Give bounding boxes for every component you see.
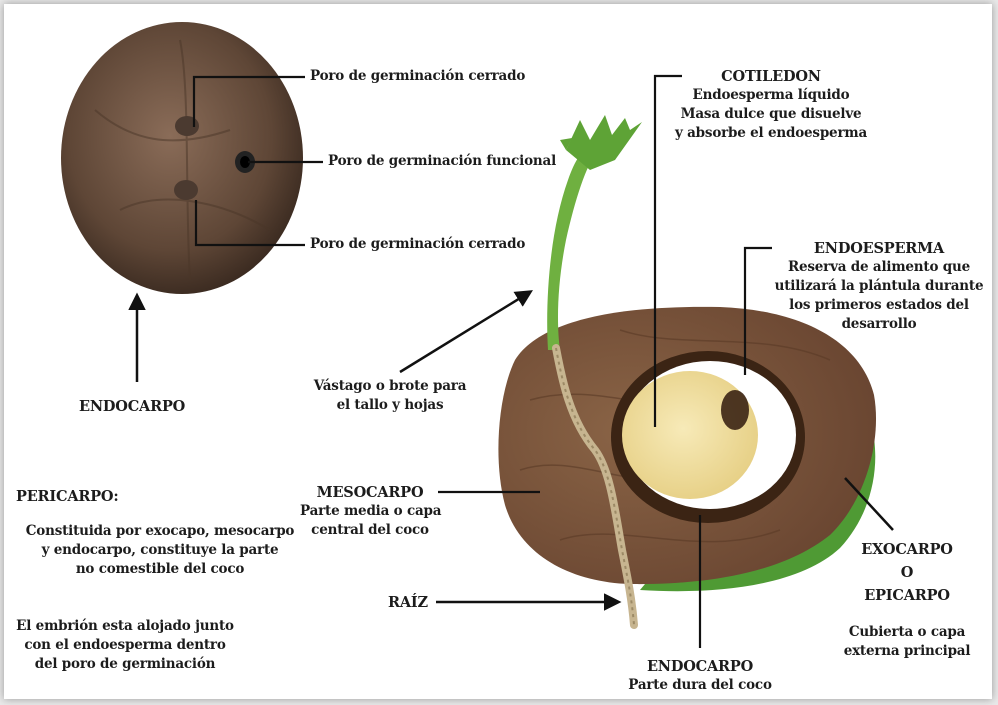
endocarp-nut bbox=[61, 22, 303, 294]
label-poro-cerrado-bottom: Poro de germinación cerrado bbox=[310, 235, 525, 254]
vastago-block: Vástago o brote para el tallo y hojas bbox=[300, 377, 480, 415]
exocarpo-block: EXOCARPO O EPICARPO bbox=[842, 540, 972, 605]
cotiledon-block: COTILEDON Endoesperma líquido Masa dulce… bbox=[656, 67, 886, 143]
endoesperma-block: ENDOESPERMA Reserva de alimento que util… bbox=[770, 239, 988, 334]
endocarpo-bottom-block: ENDOCARPO Parte dura del coco bbox=[610, 657, 790, 695]
mesocarpo-block: MESOCARPO Parte media o capa central del… bbox=[300, 483, 440, 540]
mesocarpo-title: MESOCARPO bbox=[300, 483, 440, 502]
vastago-arrow bbox=[400, 292, 530, 372]
endoesperma-title: ENDOESPERMA bbox=[770, 239, 988, 258]
embrion-description: El embrión esta alojado junto con el end… bbox=[0, 617, 250, 674]
raiz-label: RAÍZ bbox=[388, 593, 428, 612]
label-poro-cerrado-top: Poro de germinación cerrado bbox=[310, 67, 525, 86]
exocarpo-description: Cubierta o capa externa principal bbox=[832, 623, 982, 661]
pericarpo-title: PERICARPO: bbox=[16, 487, 119, 506]
closed-pore-icon bbox=[174, 180, 198, 200]
endocarpo-bottom-title: ENDOCARPO bbox=[610, 657, 790, 676]
pericarpo-description: Constituida por exocapo, mesocarpo y end… bbox=[10, 522, 310, 579]
cotiledon-title: COTILEDON bbox=[656, 67, 886, 86]
label-endocarpo-left: ENDOCARPO bbox=[79, 397, 185, 416]
closed-pore-icon bbox=[175, 116, 199, 136]
label-poro-funcional: Poro de germinación funcional bbox=[328, 152, 556, 171]
